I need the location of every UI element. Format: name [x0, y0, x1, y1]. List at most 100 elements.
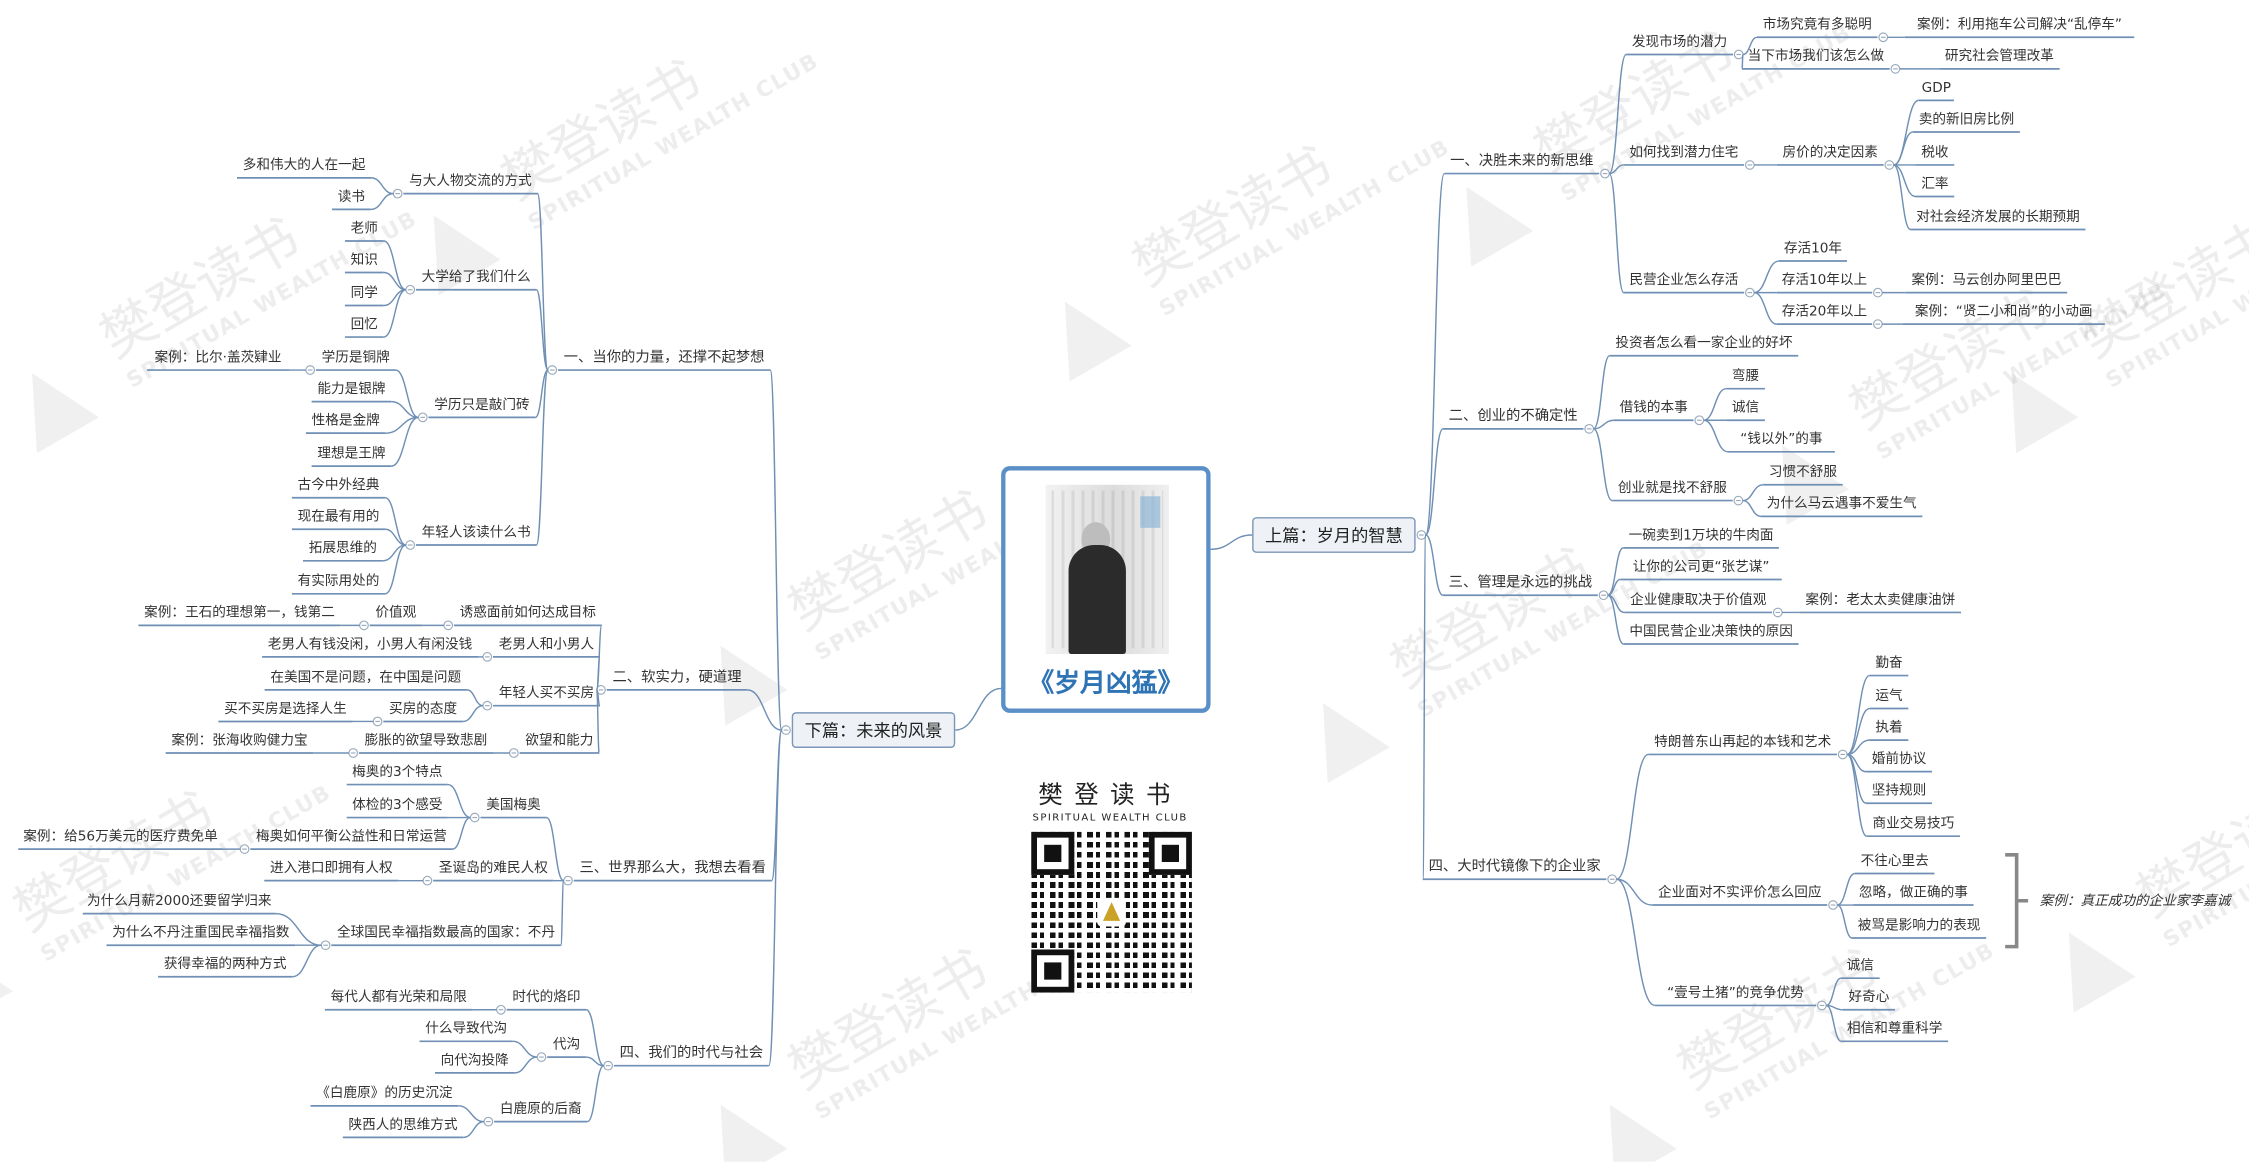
topic-node-right-1-2-0[interactable]: 习惯不舒服	[1768, 464, 1837, 481]
topic-node-right-3-0-3[interactable]: 婚前协议	[1871, 751, 1927, 768]
topic-node-left-2-1[interactable]: 圣诞岛的难民人权	[438, 860, 548, 877]
topic-node-right-1-1-1[interactable]: 诚信	[1731, 400, 1760, 416]
topic-node-left-2-2-2[interactable]: 获得幸福的两种方式	[163, 956, 287, 973]
topic-node-right-0-2-0[interactable]: 存活10年	[1783, 240, 1843, 257]
topic-node-right-0-1-0-2[interactable]: 税收	[1921, 144, 1949, 161]
topic-node-right-1-1-0[interactable]: 弯腰	[1731, 368, 1760, 385]
topic-node-right-2-2-0[interactable]: 案例：老太太卖健康油饼	[1805, 592, 1956, 609]
topic-node-left-0-2[interactable]: 学历只是敲门砖	[434, 397, 530, 414]
topic-node-right-0-2-1[interactable]: 存活10年以上	[1781, 272, 1868, 289]
topic-node-left-3-1[interactable]: 代沟	[552, 1036, 581, 1053]
branch-upper-part[interactable]: 上篇：岁月的智慧	[1252, 517, 1416, 553]
topic-node-left-1-0-0[interactable]: 价值观	[375, 605, 417, 622]
topic-node-left-0-3-0[interactable]: 古今中外经典	[297, 477, 380, 494]
topic-node-left-0-3-3[interactable]: 有实际用处的	[297, 573, 380, 590]
topic-node-left-2-0-2-0[interactable]: 案例：给56万美元的医疗费免单	[23, 829, 218, 845]
topic-node-left-1-3-0-0[interactable]: 案例：张海收购健力宝	[171, 732, 308, 749]
topic-node-right-0-2-2-0[interactable]: 案例：“贤二小和尚”的小动画	[1914, 304, 2093, 320]
topic-node-right-3-1-0[interactable]: 不往心里去	[1860, 853, 1929, 870]
topic-node-left-2-0-0[interactable]: 梅奥的3个特点	[352, 764, 443, 781]
topic-node-right-3-2-2[interactable]: 相信和尊重科学	[1847, 1021, 1943, 1037]
topic-node-left-0[interactable]: 一、当你的力量，还撑不起梦想	[563, 349, 765, 366]
topic-node-right-3-1[interactable]: 企业面对不实评价怎么回应	[1658, 884, 1822, 901]
topic-node-left-1-1-0[interactable]: 老男人有钱没闲，小男人有闲没钱	[267, 636, 473, 653]
topic-node-left-0-0[interactable]: 与大人物交流的方式	[409, 173, 532, 190]
topic-node-left-1-1[interactable]: 老男人和小男人	[498, 636, 595, 653]
topic-node-left-1-2[interactable]: 年轻人买不买房	[498, 685, 595, 702]
topic-node-left-0-3[interactable]: 年轻人该读什么书	[421, 524, 531, 541]
topic-node-left-3-2-0[interactable]: 《白鹿原》的历史沉淀	[316, 1085, 453, 1102]
topic-node-right-0-2-1-0[interactable]: 案例：马云创办阿里巴巴	[1911, 272, 2062, 289]
topic-node-right-3-0-0[interactable]: 勤奋	[1875, 655, 1903, 672]
topic-node-left-0-3-1[interactable]: 现在最有用的	[297, 509, 380, 525]
topic-node-left-1-2-0[interactable]: 在美国不是问题，在中国是问题	[270, 669, 462, 686]
topic-node-left-1-0-0-0[interactable]: 案例：王石的理想第一，钱第二	[144, 605, 335, 622]
topic-node-right-0-0-0-0[interactable]: 案例：利用拖车公司解决“乱停车”	[1917, 17, 2122, 33]
topic-node-left-3[interactable]: 四、我们的时代与社会	[619, 1045, 764, 1062]
topic-node-left-0-1-0[interactable]: 老师	[350, 220, 378, 237]
topic-node-right-1-0[interactable]: 投资者怎么看一家企业的好坏	[1615, 335, 1793, 352]
topic-node-right-3-1-1[interactable]: 忽略，做正确的事	[1858, 884, 1968, 901]
topic-node-right-3-0-4[interactable]: 坚持规则	[1871, 783, 1927, 799]
topic-node-right-1-2-1[interactable]: 为什么马云遇事不爱生气	[1766, 496, 1917, 513]
topic-node-right-3-2-0[interactable]: 诚信	[1846, 958, 1874, 974]
topic-node-right-0-1-0[interactable]: 房价的决定因素	[1782, 144, 1878, 161]
topic-node-right-1-1-2[interactable]: “钱以外”的事	[1740, 431, 1823, 448]
topic-node-right-0[interactable]: 一、决胜未来的新思维	[1450, 153, 1594, 170]
topic-node-right-3-0[interactable]: 特朗普东山再起的本钱和艺术	[1654, 734, 1832, 751]
topic-node-right-3-0-2[interactable]: 执着	[1875, 720, 1903, 736]
topic-node-right-1-1[interactable]: 借钱的本事	[1619, 400, 1688, 416]
topic-node-left-1-2-1-0[interactable]: 买不买房是选择人生	[224, 701, 347, 718]
topic-node-left-0-2-0[interactable]: 学历是铜牌	[321, 349, 390, 366]
topic-node-left-3-0-0[interactable]: 每代人都有光荣和局限	[330, 989, 467, 1006]
topic-node-left-0-1-3[interactable]: 回忆	[350, 316, 378, 333]
topic-node-right-0-0-1[interactable]: 当下市场我们该怎么做	[1747, 48, 1884, 65]
topic-node-right-2-0[interactable]: 一碗卖到1万块的牛肉面	[1628, 527, 1774, 544]
topic-node-left-2-2-1[interactable]: 为什么不丹注重国民幸福指数	[112, 925, 290, 941]
topic-node-right-1[interactable]: 二、创业的不确定性	[1448, 408, 1578, 425]
topic-node-left-3-1-0[interactable]: 什么导致代沟	[425, 1021, 508, 1037]
topic-node-right-0-1[interactable]: 如何找到潜力住宅	[1629, 144, 1739, 161]
topic-node-left-0-0-0[interactable]: 多和伟大的人在一起	[242, 157, 366, 174]
topic-node-left-2-2-0[interactable]: 为什么月薪2000还要留学归来	[86, 893, 272, 910]
topic-node-left-0-2-3[interactable]: 理想是王牌	[317, 446, 386, 462]
topic-node-left-1-3[interactable]: 欲望和能力	[525, 732, 594, 749]
topic-node-left-3-2-1[interactable]: 陕西人的思维方式	[348, 1117, 458, 1134]
topic-node-right-0-2[interactable]: 民营企业怎么存活	[1629, 272, 1739, 289]
topic-node-left-2-0[interactable]: 美国梅奥	[486, 797, 541, 814]
topic-node-right-0-1-0-0[interactable]: GDP	[1921, 80, 1951, 97]
topic-node-left-0-2-1[interactable]: 能力是银牌	[317, 381, 386, 398]
topic-node-right-0-0-1-0[interactable]: 研究社会管理改革	[1944, 48, 2054, 65]
topic-node-left-1-2-1[interactable]: 买房的态度	[389, 701, 458, 718]
topic-node-right-2-1[interactable]: 让你的公司更“张艺谋”	[1632, 559, 1770, 576]
topic-node-left-1[interactable]: 二、软实力，硬道理	[612, 669, 742, 686]
topic-node-left-2-2[interactable]: 全球国民幸福指数最高的国家：不丹	[337, 925, 556, 941]
branch-lower-part[interactable]: 下篇：未来的风景	[791, 712, 956, 748]
topic-node-left-0-2-0-0[interactable]: 案例：比尔·盖茨肄业	[154, 349, 282, 366]
topic-node-left-2[interactable]: 三、世界那么大，我想去看看	[579, 860, 766, 877]
topic-node-left-2-0-1[interactable]: 体检的3个感受	[352, 797, 443, 814]
topic-node-left-0-1-2[interactable]: 同学	[350, 285, 378, 302]
topic-node-right-0-1-0-4[interactable]: 对社会经济发展的长期预期	[1916, 209, 2080, 226]
topic-node-left-0-1-1[interactable]: 知识	[350, 252, 378, 269]
topic-node-right-3-2[interactable]: “壹号土猪”的竞争优势	[1667, 985, 1804, 1002]
topic-node-left-0-0-1[interactable]: 读书	[337, 189, 366, 206]
topic-node-right-1-2[interactable]: 创业就是找不舒服	[1617, 480, 1727, 497]
topic-node-right-0-0[interactable]: 发现市场的潜力	[1631, 34, 1728, 51]
topic-node-right-0-1-0-3[interactable]: 汇率	[1921, 176, 1949, 193]
topic-node-left-3-1-1[interactable]: 向代沟投降	[440, 1052, 509, 1069]
topic-node-right-3-0-5[interactable]: 商业交易技巧	[1872, 816, 1955, 832]
topic-node-left-1-3-0[interactable]: 膨胀的欲望导致悲剧	[364, 732, 488, 749]
topic-node-right-2-2[interactable]: 企业健康取决于价值观	[1630, 592, 1767, 609]
topic-node-left-2-1-0[interactable]: 进入港口即拥有人权	[269, 860, 393, 877]
topic-node-left-2-0-2[interactable]: 梅奥如何平衡公益性和日常运营	[256, 829, 447, 845]
topic-node-left-3-0[interactable]: 时代的烙印	[512, 989, 581, 1006]
topic-node-right-2-3[interactable]: 中国民营企业决策快的原因	[1629, 623, 1793, 640]
topic-node-left-1-0[interactable]: 诱惑面前如何达成目标	[459, 605, 596, 622]
topic-node-right-2[interactable]: 三、管理是永远的挑战	[1448, 575, 1593, 591]
topic-node-right-3-0-1[interactable]: 运气	[1875, 688, 1903, 705]
topic-node-right-3[interactable]: 四、大时代镜像下的企业家	[1428, 859, 1601, 875]
topic-node-right-3-1-2[interactable]: 被骂是影响力的表现	[1857, 917, 1981, 934]
topic-node-left-0-3-2[interactable]: 拓展思维的	[308, 540, 377, 557]
topic-node-left-0-1[interactable]: 大学给了我们什么	[421, 269, 531, 286]
